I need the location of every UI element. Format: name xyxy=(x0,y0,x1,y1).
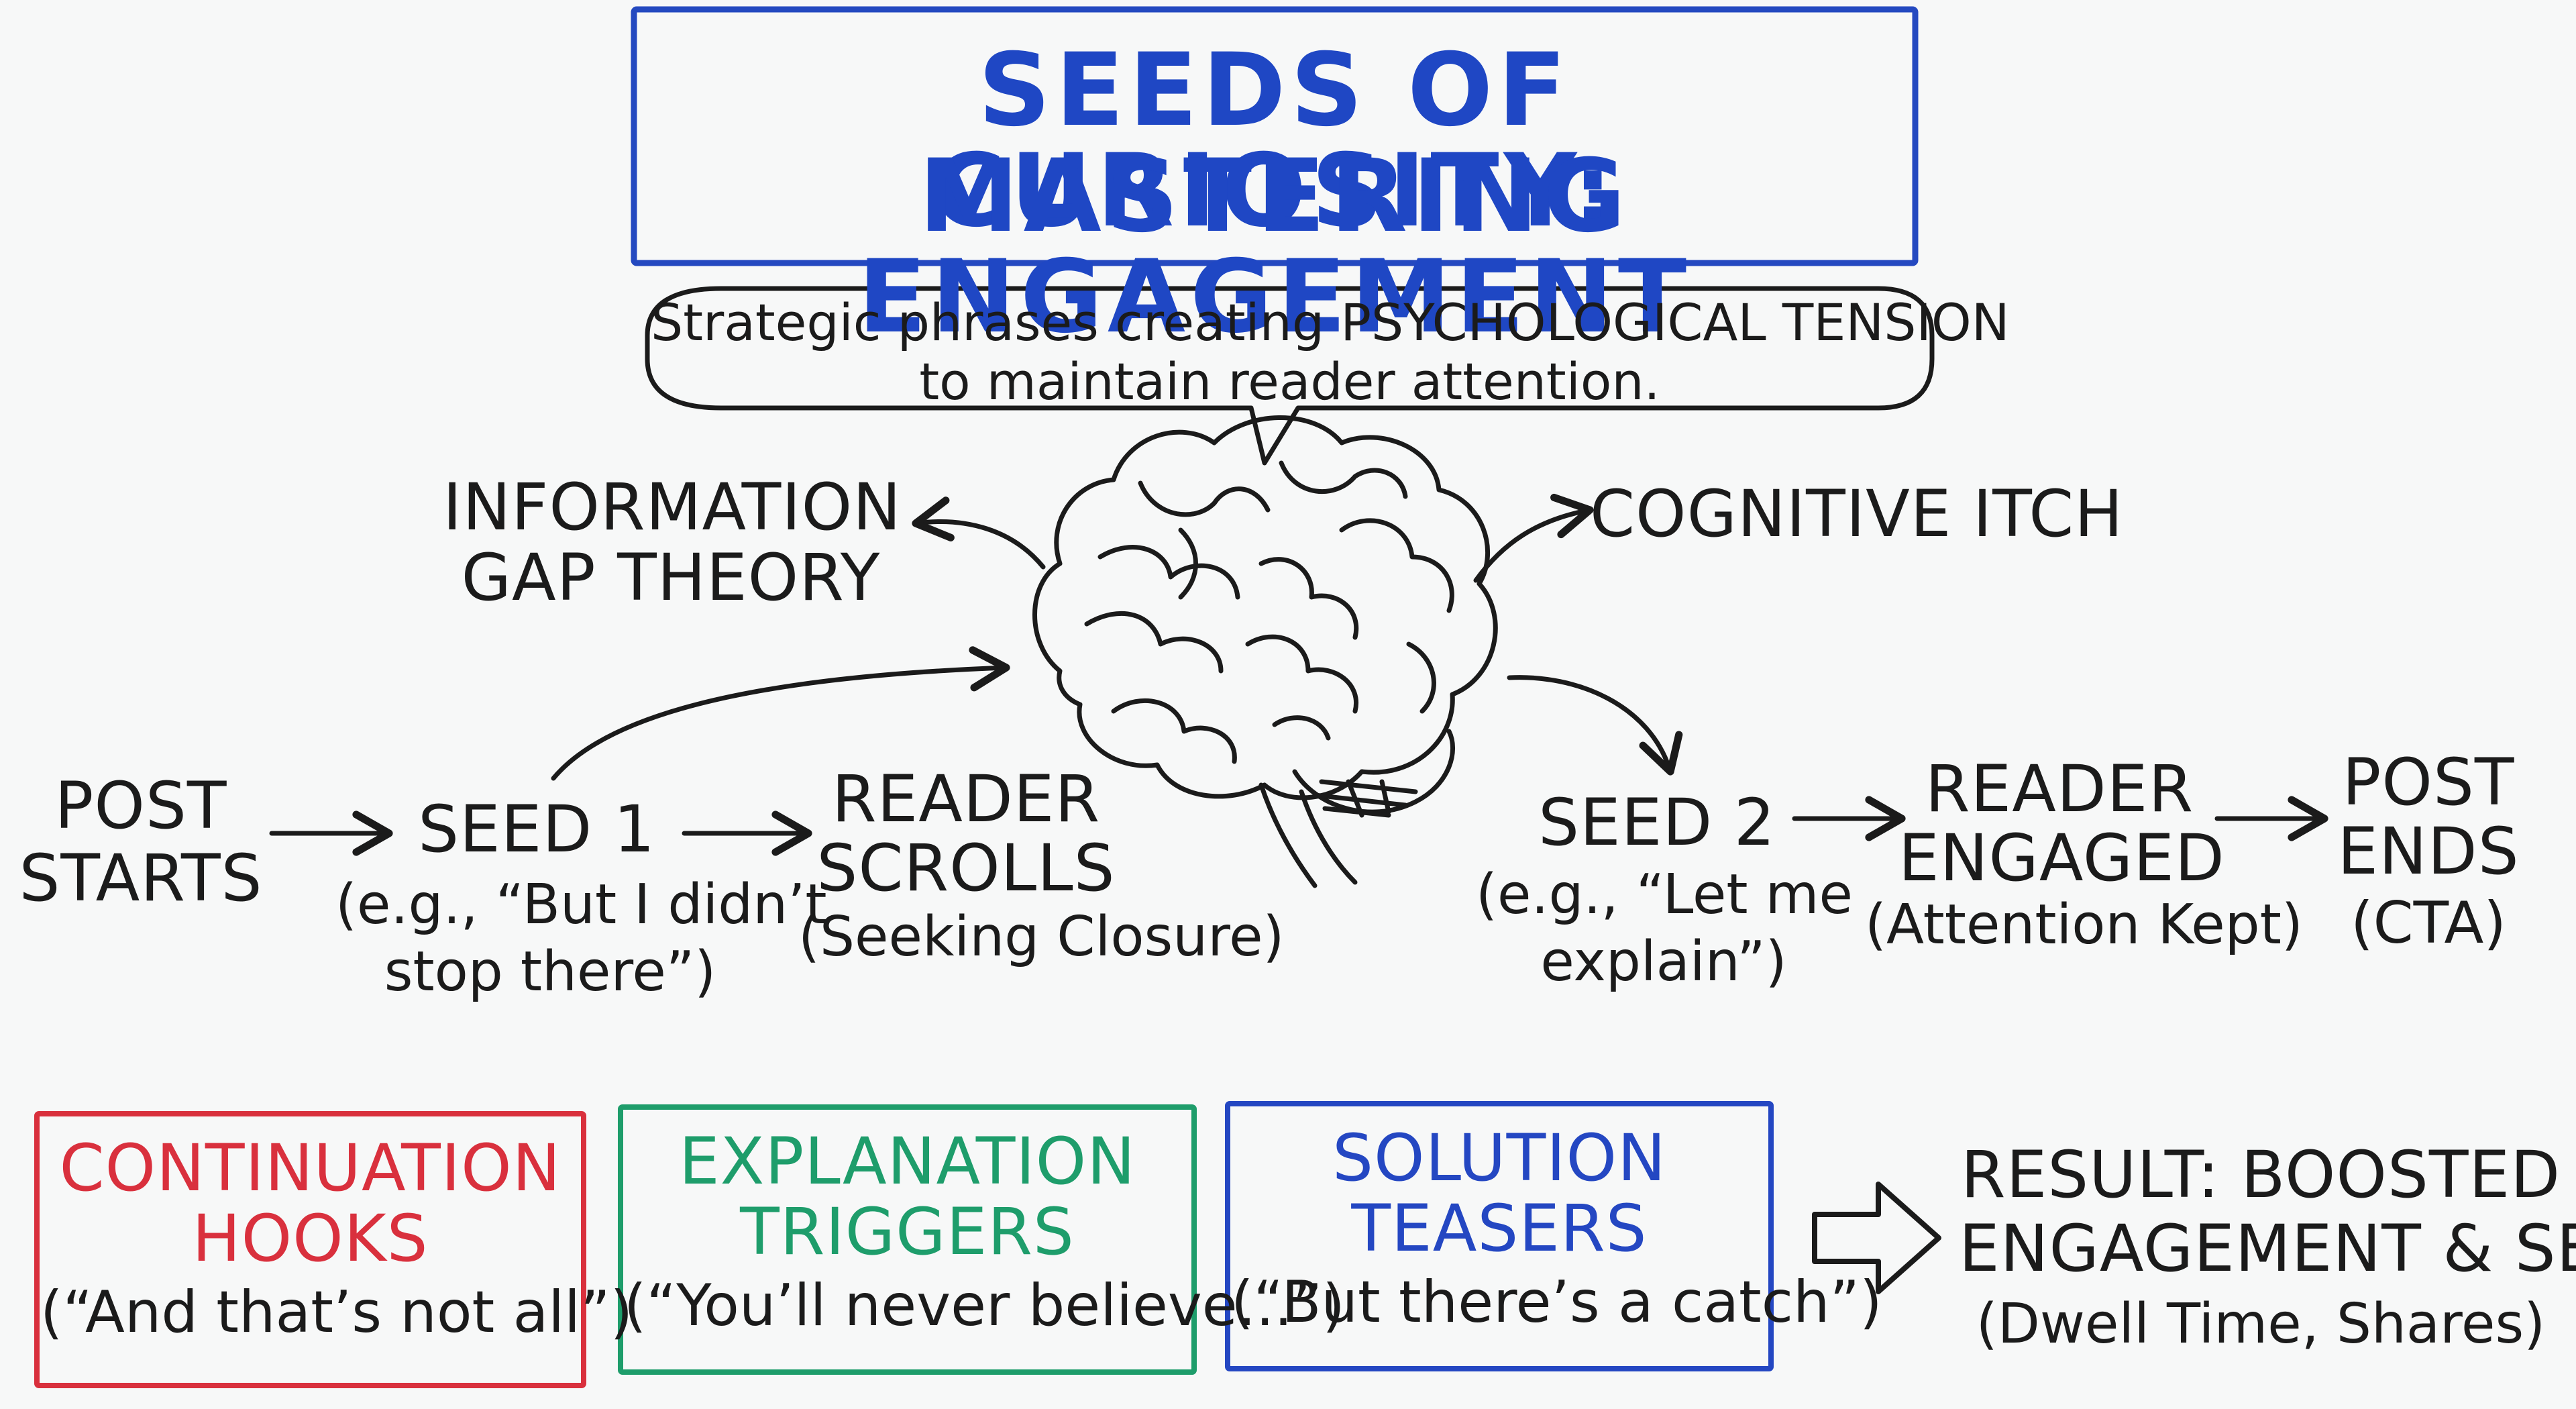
seed2-example-line-2: explain”) xyxy=(1540,930,1787,994)
post-starts-line-1: POST xyxy=(54,768,227,843)
subtitle-line-2: to maintain reader attention. xyxy=(919,352,1660,411)
information-gap-line-2: GAP THEORY xyxy=(461,540,881,615)
title-frame xyxy=(631,6,1919,266)
explanation-triggers-frame xyxy=(618,1104,1197,1375)
seed1-label: SEED 1 xyxy=(418,792,655,867)
explanation-triggers-line-1: EXPLANATION xyxy=(678,1124,1136,1199)
seed2-example-line-1: (e.g., “Let me xyxy=(1476,863,1853,927)
post-ends-note: (CTA) xyxy=(2351,890,2506,957)
reader-engaged-line-1: READER xyxy=(1925,751,2194,827)
solution-teasers-frame xyxy=(1225,1101,1774,1371)
information-gap-line-1: INFORMATION xyxy=(443,470,902,545)
arrow-seed1-to-brain xyxy=(551,646,1010,781)
solution-teasers-line-1: SOLUTION xyxy=(1332,1120,1666,1196)
seed1-example-line-2: stop there”) xyxy=(384,940,716,1004)
arrow-to-information-gap xyxy=(912,497,1046,570)
continuation-hooks-line-1: CONTINUATION xyxy=(59,1131,561,1206)
explanation-triggers-line-2: TRIGGERS xyxy=(740,1194,1075,1269)
result-line-1: RESULT: BOOSTED xyxy=(1960,1137,2561,1212)
continuation-hooks-line-2: HOOKS xyxy=(192,1201,429,1276)
cognitive-itch-label: COGNITIVE ITCH xyxy=(1590,476,2124,552)
result-line-2: ENGAGEMENT & SEO xyxy=(1959,1211,2576,1286)
speech-bubble xyxy=(645,286,1935,466)
title-line-2: MASTERING ENGAGEMENT xyxy=(857,138,1692,356)
reader-scrolls-note: (Seeking Closure) xyxy=(798,905,1285,969)
post-ends-line-1: POST xyxy=(2342,745,2515,820)
title-line-1: SEEDS OF CURIOSITY: xyxy=(931,32,1618,250)
hollow-right-arrow-icon xyxy=(1812,1182,1941,1294)
reader-scrolls-line-2: SCROLLS xyxy=(816,831,1116,906)
solution-teasers-example: (“But there’s a catch”) xyxy=(1231,1269,1882,1336)
reader-scrolls-line-1: READER xyxy=(831,762,1101,837)
continuation-hooks-frame xyxy=(34,1111,586,1388)
post-starts-line-2: STARTS xyxy=(19,841,263,916)
solution-teasers-line-2: TEASERS xyxy=(1351,1191,1648,1266)
brain-icon xyxy=(1032,415,1498,888)
arrow-to-cognitive-itch xyxy=(1473,493,1594,583)
post-ends-line-2: ENDS xyxy=(2337,814,2520,889)
reader-engaged-note: (Attention Kept) xyxy=(1865,893,2303,957)
subtitle-line-1: Strategic phrases creating PSYCHOLOGICAL… xyxy=(651,293,2010,352)
continuation-hooks-example: (“And that’s not all”) xyxy=(40,1279,633,1346)
result-note: (Dwell Time, Shares) xyxy=(1976,1292,2546,1356)
seed1-example-line-1: (e.g., “But I didn’t xyxy=(335,873,827,937)
explanation-triggers-example: (“You’ll never believe...”) xyxy=(624,1272,1345,1339)
seed2-label: SEED 2 xyxy=(1538,785,1776,860)
reader-engaged-line-2: ENGAGED xyxy=(1898,821,2225,896)
arrow-brain-to-seed2 xyxy=(1507,675,1683,776)
